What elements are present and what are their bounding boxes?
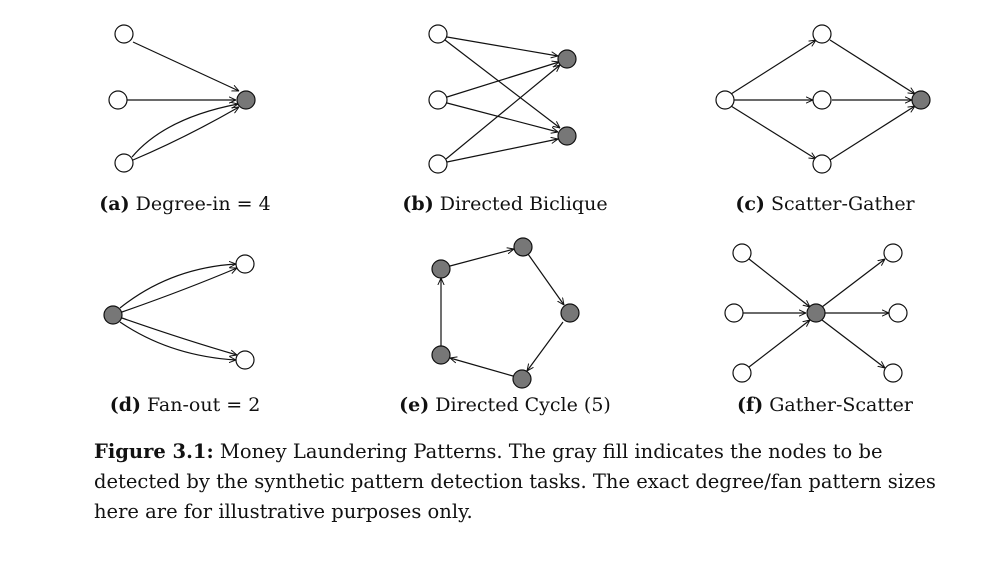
patterns-diagram (103, 24, 931, 389)
edge (119, 264, 236, 309)
node (715, 90, 735, 110)
edge (132, 41, 239, 92)
edge (444, 39, 560, 128)
node (883, 243, 903, 263)
edge (132, 107, 239, 161)
panel-e-caption: (e) Directed Cycle (5) (375, 394, 635, 416)
panel-b-caption: (b) Directed Biclique (375, 193, 635, 215)
edge (446, 139, 558, 163)
edge (829, 39, 915, 94)
edge (527, 253, 564, 305)
node (428, 154, 448, 174)
panel-a-graph (108, 24, 256, 173)
edge (748, 320, 810, 368)
edge (829, 106, 915, 161)
target-node (560, 303, 580, 323)
node (724, 303, 744, 323)
node (114, 24, 134, 44)
edge (821, 259, 885, 308)
node (732, 243, 752, 263)
panel-e-graph (431, 237, 580, 389)
node (428, 24, 448, 44)
edge (119, 321, 236, 360)
target-node (512, 369, 532, 389)
edge (446, 62, 559, 98)
edge (821, 319, 885, 368)
edge (527, 321, 564, 371)
panel-f-caption: (f) Gather-Scatter (705, 394, 945, 416)
target-node (557, 49, 577, 69)
panel-d-label: Fan-out = 2 (147, 394, 261, 416)
panel-d-graph (103, 254, 255, 370)
panel-f-tag: (f) (737, 394, 764, 416)
figure-caption-tag: Figure 3.1: (94, 440, 214, 463)
node (428, 90, 448, 110)
target-node (911, 90, 931, 110)
target-node (557, 126, 577, 146)
panel-d-tag: (d) (109, 394, 141, 416)
panel-f-label: Gather-Scatter (769, 394, 913, 416)
panel-f-graph (724, 243, 908, 383)
edge (446, 36, 558, 56)
node (235, 350, 255, 370)
edge (449, 249, 514, 267)
node (888, 303, 908, 323)
panel-c-tag: (c) (735, 193, 765, 215)
edge (730, 105, 816, 159)
edge (445, 65, 560, 160)
target-node (103, 305, 123, 325)
panel-b-tag: (b) (402, 193, 434, 215)
node (108, 90, 128, 110)
panel-a-label: Degree-in = 4 (135, 193, 271, 215)
node (732, 363, 752, 383)
edge (748, 258, 810, 307)
target-node (431, 345, 451, 365)
figure-caption-text: Money Laundering Patterns. The gray fill… (94, 440, 936, 523)
node (883, 363, 903, 383)
edge (446, 102, 558, 132)
target-node (431, 259, 451, 279)
panel-c-caption: (c) Scatter-Gather (705, 193, 945, 215)
edge (121, 268, 237, 313)
panel-c-label: Scatter-Gather (770, 193, 915, 215)
node (812, 24, 832, 44)
panel-e-label: Directed Cycle (5) (435, 394, 611, 416)
panel-e-tag: (e) (399, 394, 430, 416)
figure-caption: Figure 3.1: Money Laundering Patterns. T… (94, 437, 964, 527)
target-node (806, 303, 826, 323)
edge (121, 317, 237, 355)
node (114, 153, 134, 173)
edge (131, 104, 238, 158)
panel-b-graph (428, 24, 577, 174)
panel-a-caption: (a) Degree-in = 4 (95, 193, 275, 215)
panel-d-caption: (d) Fan-out = 2 (95, 394, 275, 416)
node (812, 154, 832, 174)
target-node (236, 90, 256, 110)
node (812, 90, 832, 110)
node (235, 254, 255, 274)
panel-c-graph (715, 24, 931, 174)
edge (450, 358, 514, 377)
edge (730, 40, 816, 95)
panel-a-tag: (a) (99, 193, 130, 215)
target-node (513, 237, 533, 257)
panel-b-label: Directed Biclique (439, 193, 608, 215)
